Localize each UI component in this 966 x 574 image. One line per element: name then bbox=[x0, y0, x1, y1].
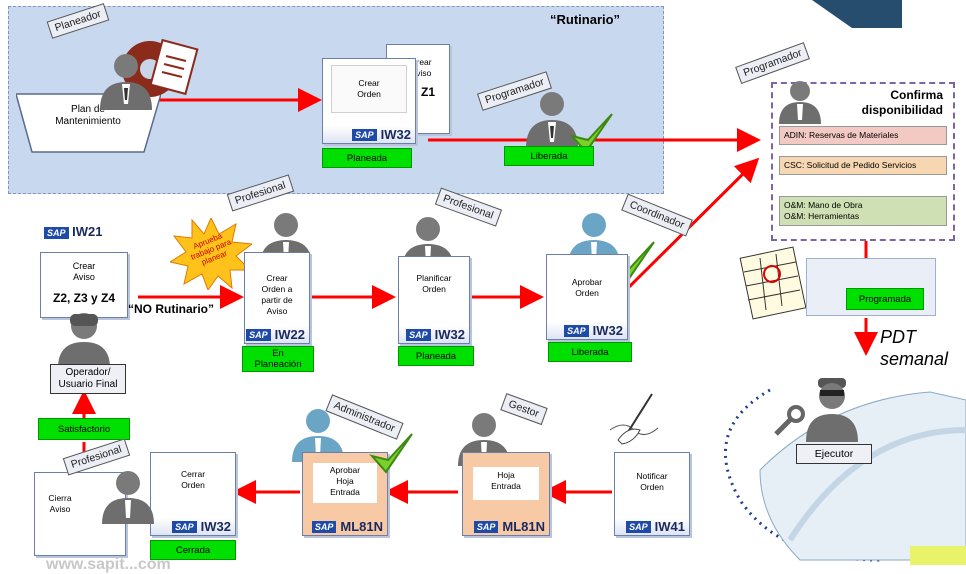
status-programada: Programada bbox=[846, 288, 924, 310]
tcode-ml81n: ML81N bbox=[340, 519, 383, 534]
status-planeada-mid: Planeada bbox=[398, 346, 474, 366]
sap-logo: SAP bbox=[626, 520, 651, 533]
programador-2-person-icon bbox=[779, 81, 821, 124]
sap-logo: SAP bbox=[246, 328, 271, 341]
sap-logo: SAP bbox=[564, 324, 589, 337]
wrench-icon bbox=[774, 405, 805, 436]
sap-logo: SAP bbox=[44, 227, 69, 239]
sap-logo: SAP bbox=[352, 128, 377, 141]
ejecutor-label: Ejecutor bbox=[796, 444, 872, 464]
conf-item-adin: ADIN: Reservas de Materiales bbox=[779, 126, 947, 145]
tcode-ml81n: ML81N bbox=[502, 519, 545, 534]
status-liberada-top: Liberada bbox=[504, 146, 594, 166]
tcode-iw32: IW32 bbox=[380, 127, 411, 142]
corner-decoration bbox=[812, 0, 902, 28]
corner-yellow-block bbox=[910, 546, 966, 565]
sap-logo: SAP bbox=[311, 520, 337, 533]
sap-logo: SAP bbox=[406, 328, 431, 341]
sap-logo: SAP bbox=[172, 520, 197, 533]
calendar-icon bbox=[739, 246, 807, 320]
status-cerrada: Cerrada bbox=[150, 540, 236, 560]
no-rutinario-label: “NO Rutinario” bbox=[128, 302, 214, 316]
status-satisfactorio: Satisfactorio bbox=[38, 418, 130, 440]
profesional-3-person-icon bbox=[102, 471, 154, 524]
tcode-iw21: IW21 bbox=[72, 224, 103, 239]
tcode-iw32: IW32 bbox=[592, 323, 623, 338]
z1-label: Z1 bbox=[421, 85, 436, 99]
footer-watermark: www.sapit...com bbox=[46, 556, 171, 573]
status-liberada-mid: Liberada bbox=[548, 342, 632, 362]
planeador-person-icon bbox=[100, 54, 152, 110]
operador-label: Operador/Usuario Final bbox=[50, 364, 126, 394]
checkmark-icon-3 bbox=[369, 433, 413, 474]
ejecutor-person-icon bbox=[806, 378, 858, 442]
tcode-iw32: IW32 bbox=[434, 327, 465, 342]
tcode-iw22: IW22 bbox=[274, 327, 305, 342]
tcode-iw32: IW32 bbox=[200, 519, 231, 534]
conf-item-om: O&M: Mano de Obra O&M: Herramientas bbox=[779, 196, 947, 226]
z2-z3-z4-label: Z2, Z3 y Z4 bbox=[52, 291, 116, 305]
rutinario-title: “Rutinario” bbox=[550, 12, 621, 27]
conf-item-csc: CSC: Solicitud de Pedido Servicios bbox=[779, 156, 947, 175]
maintenance-plan-icon bbox=[122, 38, 199, 97]
operador-person-icon bbox=[58, 313, 110, 368]
iw21-header: SAP IW21 bbox=[44, 224, 102, 239]
handwriting-icon bbox=[609, 393, 659, 445]
sap-logo: SAP bbox=[473, 520, 499, 533]
tcode-iw41: IW41 bbox=[654, 519, 685, 534]
aprueba-starburst bbox=[170, 218, 252, 290]
programador-person-icon bbox=[526, 92, 578, 148]
status-planeada-top: Planeada bbox=[322, 148, 412, 168]
